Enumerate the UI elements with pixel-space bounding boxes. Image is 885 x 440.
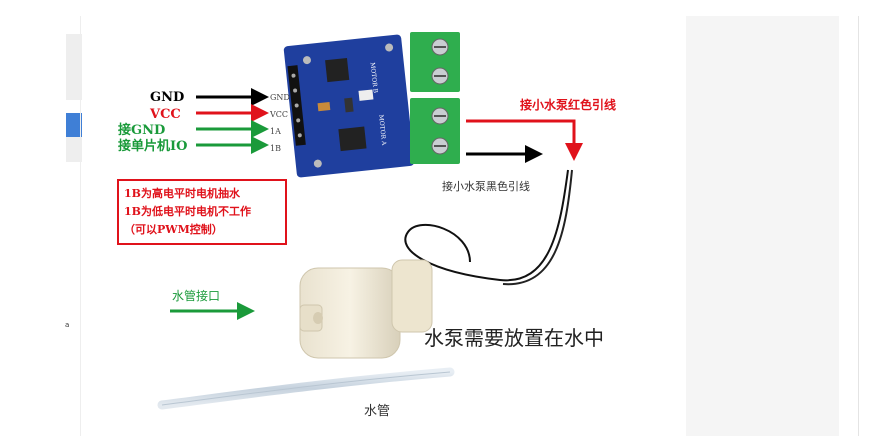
divider [858,16,859,436]
sidebar-mark: a [65,321,70,329]
divider [80,16,81,436]
note-line: （可以PWM控制） [124,222,223,236]
note-line: 1B为低电平时电机不工作 [124,204,251,218]
label-pipe: 水管 [364,404,390,419]
sidebar-tab-active[interactable] [66,113,82,137]
label-red-wire: 接小水泵红色引线 [520,97,616,112]
label-gnd: GND [150,90,184,105]
sidebar-tab[interactable] [66,34,82,100]
water-pipe-edge [161,371,451,406]
wiring-diagram: MOTOR B MOTOR A GND VCC 1A 1B GND VCC 接G… [82,16,686,436]
motor-b-label: MOTOR B [369,62,379,94]
pump-wire [404,169,569,282]
screw-terminal-motor-b [410,32,460,92]
label-water-port: 水管接口 [172,288,220,303]
label-black-wire: 接小水泵黑色引线 [442,179,530,193]
water-pipe [157,367,455,410]
arrow-red-wire [466,119,583,161]
pin-label: 1B [270,144,281,153]
diagram-svg: MOTOR B MOTOR A GND VCC 1A 1B GND VCC 接G… [117,32,616,419]
label-pump-note: 水泵需要放置在水中 [424,326,604,350]
pump-wire [502,169,573,286]
note-box: 1B为高电平时电机抽水 1B为低电平时电机不工作 （可以PWM控制） [117,179,287,245]
pin-label: VCC [269,110,288,119]
sidebar-tab[interactable] [66,137,82,162]
screw-terminal-motor-a [410,98,460,164]
right-panel [686,16,839,436]
motor-a-label: MOTOR A [377,114,387,146]
label-vcc: VCC [149,107,181,122]
pin-label: 1A [270,127,281,136]
label-gnd2: 接GND [118,122,165,138]
label-io: 接单片机IO [118,138,187,154]
driver-board: MOTOR B MOTOR A [283,34,415,178]
left-gutter [0,0,66,436]
water-pump [299,259,433,359]
note-line: 1B为高电平时电机抽水 [124,186,241,200]
pin-label: GND [270,93,290,102]
